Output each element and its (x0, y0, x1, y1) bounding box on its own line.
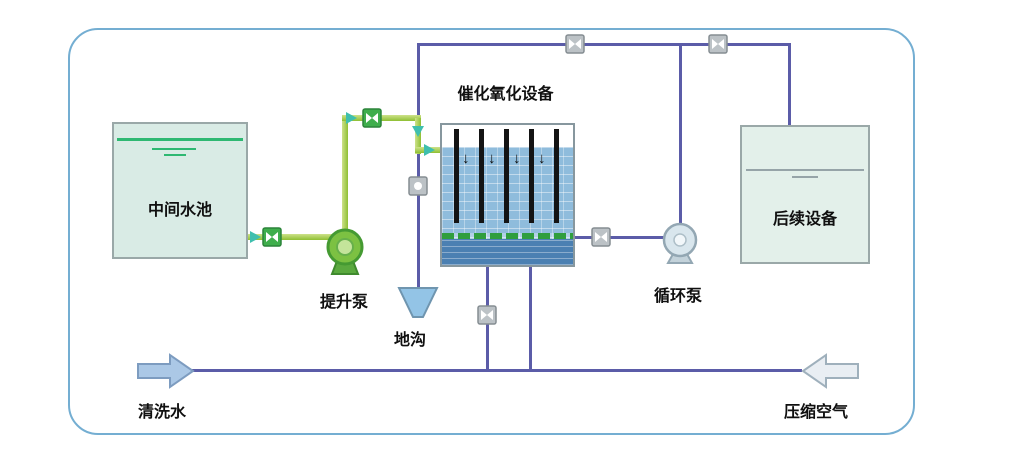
wash-water-arrow-icon (137, 353, 195, 389)
water-level-line (746, 169, 864, 171)
catalytic-oxidation-unit: ↓ ↓ ↓ ↓ (440, 123, 575, 267)
pipe-inlet-branch-upper (417, 43, 420, 119)
flow-arrow-right-icon (250, 231, 261, 243)
green-valve-outlet-icon (262, 227, 282, 247)
reactor-bottom-layer (442, 239, 573, 265)
pipe-drain-to-trench (417, 154, 420, 288)
pipe-tank-outlet (244, 234, 333, 240)
gray-valve-recirculation-icon (591, 227, 611, 247)
lift-pump-label: 提升泵 (320, 294, 369, 311)
flow-arrow-down-icon (412, 126, 424, 137)
lift-pump-icon (326, 228, 364, 275)
pipe-reactor-drain-right (529, 263, 532, 371)
water-level-tick (164, 154, 186, 156)
electrode-bar (479, 129, 484, 223)
electrode-bar (529, 129, 534, 223)
down-arrow-icon: ↓ (538, 150, 546, 167)
downstream-tank: 后续设备 (740, 125, 870, 264)
floor-drain-funnel (397, 287, 439, 318)
intermediate-tank: 中间水池 (112, 122, 248, 259)
electrode-bar (454, 129, 459, 223)
pipe-top-header (418, 43, 790, 46)
intermediate-tank-label: 中间水池 (147, 202, 212, 219)
check-valve-icon (408, 176, 428, 196)
gray-valve-top-left-icon (565, 34, 585, 54)
wash-water-label: 清洗水 (138, 404, 187, 421)
gray-valve-top-right-icon (708, 34, 728, 54)
flow-arrow-right-icon (346, 112, 357, 124)
down-arrow-icon: ↓ (488, 150, 496, 167)
pipe-reactor-outlet (570, 236, 668, 239)
down-arrow-icon: ↓ (462, 150, 470, 167)
pipe-bottom-header (190, 369, 802, 372)
pipe-circulation-riser (679, 43, 682, 225)
water-level-tick (152, 148, 196, 150)
electrode-bar (504, 129, 509, 223)
pipe-downstream-drop (788, 43, 791, 127)
green-valve-top-icon (362, 108, 382, 128)
circulation-pump-icon (662, 222, 698, 264)
compressed-air-arrow-icon (801, 353, 859, 389)
downstream-tank-label: 后续设备 (772, 211, 837, 228)
electrode-bar (554, 129, 559, 223)
water-level-tick (792, 176, 818, 178)
gray-valve-drain-icon (477, 305, 497, 325)
flow-arrow-right-icon (424, 144, 435, 156)
floor-drain-label: 地沟 (394, 332, 427, 349)
compressed-air-label: 压缩空气 (784, 404, 849, 421)
reactor-label: 催化氧化设备 (457, 86, 554, 103)
pipe-lift-pump-riser (342, 118, 348, 232)
water-level-line (117, 138, 243, 141)
circulation-pump-label: 循环泵 (654, 288, 703, 305)
down-arrow-icon: ↓ (513, 150, 521, 167)
